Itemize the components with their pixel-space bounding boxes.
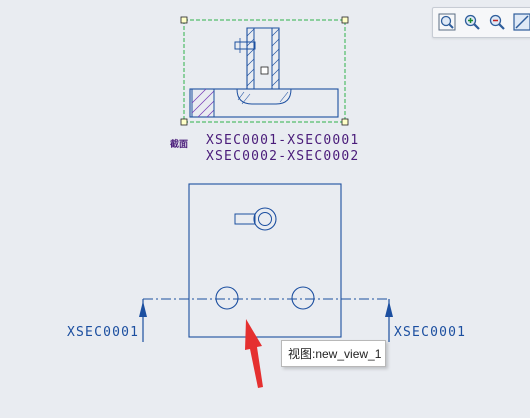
selection-handle-bl[interactable] [180, 118, 188, 126]
front-view-pin [234, 213, 256, 225]
selection-handle-br[interactable] [341, 118, 349, 126]
selection-box [183, 19, 346, 123]
section-view[interactable] [180, 16, 349, 126]
front-view-hole-left [215, 286, 239, 310]
refit-icon [513, 13, 530, 31]
section-label-line2[interactable]: XSEC0002-XSEC0002 [206, 149, 360, 164]
selection-handle-tr[interactable] [341, 16, 349, 24]
cutting-plane-label-right[interactable]: XSEC0001 [394, 325, 467, 340]
section-center-marker[interactable] [260, 66, 269, 75]
front-view-bore-circle [258, 212, 272, 226]
cutting-plane-arrow-left-icon [139, 301, 147, 317]
selection-handle-tl[interactable] [180, 16, 188, 24]
cutting-plane-label-left[interactable]: XSEC0001 [67, 325, 140, 340]
front-view-boss-circle [253, 207, 277, 231]
cutting-plane-arrow-right-icon [385, 301, 393, 317]
section-pin [234, 41, 256, 50]
refit-button[interactable] [512, 12, 530, 32]
view-toolbar [432, 7, 530, 38]
section-hatch-block [191, 88, 215, 118]
section-base-plate [189, 88, 339, 118]
section-hatch-post [246, 28, 280, 87]
annotation-arrow-icon [245, 319, 263, 388]
section-hatch-counterbore [237, 91, 289, 105]
zoom-out-icon [489, 14, 505, 30]
view-tooltip: 视图:new_view_1 [281, 340, 386, 367]
section-tag: 截面 [170, 140, 189, 150]
zoom-in-button[interactable] [462, 12, 482, 32]
front-view-hole-right [291, 286, 315, 310]
cutting-plane[interactable] [139, 298, 393, 342]
zoom-in-icon [464, 14, 480, 30]
section-counterbore [236, 88, 292, 105]
section-boss [246, 27, 280, 89]
zoom-fit-button[interactable] [437, 12, 457, 32]
front-view-outline [188, 183, 342, 338]
front-view[interactable] [188, 183, 342, 338]
section-label-line1[interactable]: XSEC0001-XSEC0001 [206, 133, 360, 148]
zoom-fit-icon [438, 13, 456, 31]
zoom-out-button[interactable] [487, 12, 507, 32]
